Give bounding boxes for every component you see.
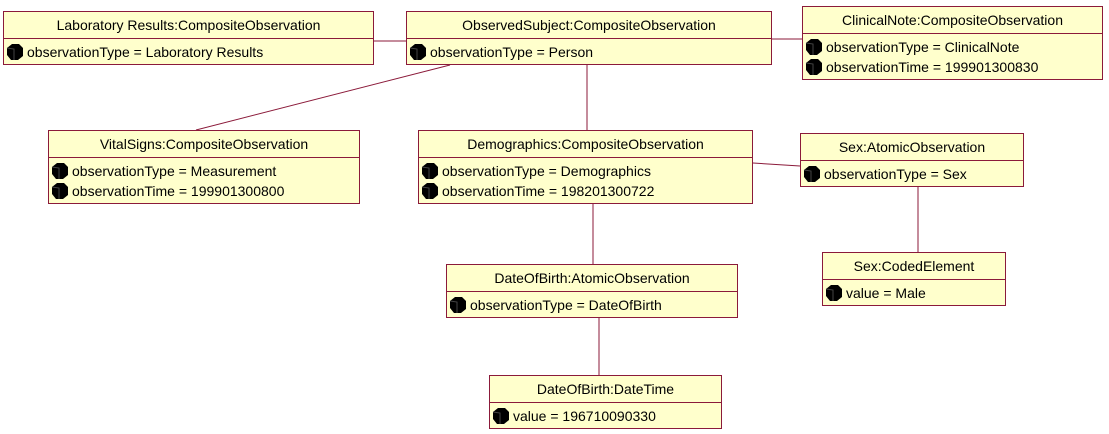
attribute-text: observationType = Laboratory Results — [27, 44, 264, 60]
attribute-list: observationType = Sex — [801, 161, 1023, 184]
attribute-list: observationType = DateOfBirth — [447, 292, 737, 315]
object-title: Laboratory Results:CompositeObservation — [4, 12, 373, 39]
attribute-icon — [492, 407, 512, 425]
attribute-list: observationType = Measurement observation… — [49, 158, 359, 201]
attribute-text: value = Male — [846, 285, 926, 301]
attribute-icon — [421, 182, 441, 200]
attribute-icon — [825, 284, 845, 302]
attribute-list: observationType = Person — [407, 39, 771, 62]
attribute-text: observationType = Demographics — [442, 163, 651, 179]
object-box-dobobs[interactable]: DateOfBirth:AtomicObservation observation… — [446, 264, 738, 318]
attribute-text: observationType = Sex — [824, 166, 967, 182]
attribute-list: observationType = Demographics observatio… — [419, 158, 752, 201]
attribute-icon — [51, 182, 71, 200]
object-title: DateOfBirth:DateTime — [490, 376, 721, 403]
object-title: DateOfBirth:AtomicObservation — [447, 265, 737, 292]
attribute-row: observationType = Laboratory Results — [4, 42, 373, 62]
attribute-icon — [803, 165, 823, 183]
attribute-icon — [805, 38, 825, 56]
attribute-text: observationTime = 199901300800 — [72, 183, 285, 199]
attribute-row: value = Male — [823, 283, 1005, 303]
attribute-row: observationType = Demographics — [419, 161, 752, 181]
attribute-text: observationTime = 198201300722 — [442, 183, 655, 199]
attribute-row: observationType = DateOfBirth — [447, 295, 737, 315]
attribute-text: value = 196710090330 — [513, 408, 656, 424]
object-title: ClinicalNote:CompositeObservation — [803, 7, 1102, 34]
attribute-row: observationTime = 199901300830 — [803, 57, 1102, 77]
attribute-text: observationTime = 199901300830 — [826, 59, 1039, 75]
object-title: Sex:CodedElement — [823, 253, 1005, 280]
attribute-row: value = 196710090330 — [490, 406, 721, 426]
attribute-text: observationType = ClinicalNote — [826, 39, 1020, 55]
attribute-text: observationType = Measurement — [72, 163, 277, 179]
attribute-text: observationType = DateOfBirth — [470, 297, 662, 313]
attribute-icon — [409, 43, 429, 61]
object-title: VitalSigns:CompositeObservation — [49, 131, 359, 158]
object-title: Sex:AtomicObservation — [801, 134, 1023, 161]
attribute-row: observationTime = 199901300800 — [49, 181, 359, 201]
attribute-row: observationTime = 198201300722 — [419, 181, 752, 201]
attribute-list: value = 196710090330 — [490, 403, 721, 426]
object-box-dobtime[interactable]: DateOfBirth:DateTime value = 196710090330 — [489, 375, 722, 429]
attribute-icon — [51, 162, 71, 180]
object-box-sex[interactable]: Sex:AtomicObservation observationType = S… — [800, 133, 1024, 187]
attribute-row: observationType = Measurement — [49, 161, 359, 181]
attribute-icon — [6, 43, 26, 61]
attribute-list: observationType = Laboratory Results — [4, 39, 373, 62]
attribute-list: observationType = ClinicalNote observatio… — [803, 34, 1102, 77]
attribute-list: value = Male — [823, 280, 1005, 303]
attribute-icon — [449, 296, 469, 314]
attribute-icon — [805, 58, 825, 76]
attribute-row: observationType = ClinicalNote — [803, 37, 1102, 57]
object-box-lab[interactable]: Laboratory Results:CompositeObservation o… — [3, 11, 374, 65]
object-box-sexcode[interactable]: Sex:CodedElement value = Male — [822, 252, 1006, 306]
attribute-row: observationType = Person — [407, 42, 771, 62]
attribute-text: observationType = Person — [430, 44, 594, 60]
object-title: ObservedSubject:CompositeObservation — [407, 12, 771, 39]
attribute-icon — [421, 162, 441, 180]
link-demo-sex — [752, 162, 801, 167]
attribute-row: observationType = Sex — [801, 164, 1023, 184]
link-subj-vital — [195, 64, 451, 131]
object-title: Demographics:CompositeObservation — [419, 131, 752, 158]
object-box-subj[interactable]: ObservedSubject:CompositeObservation obse… — [406, 11, 772, 65]
